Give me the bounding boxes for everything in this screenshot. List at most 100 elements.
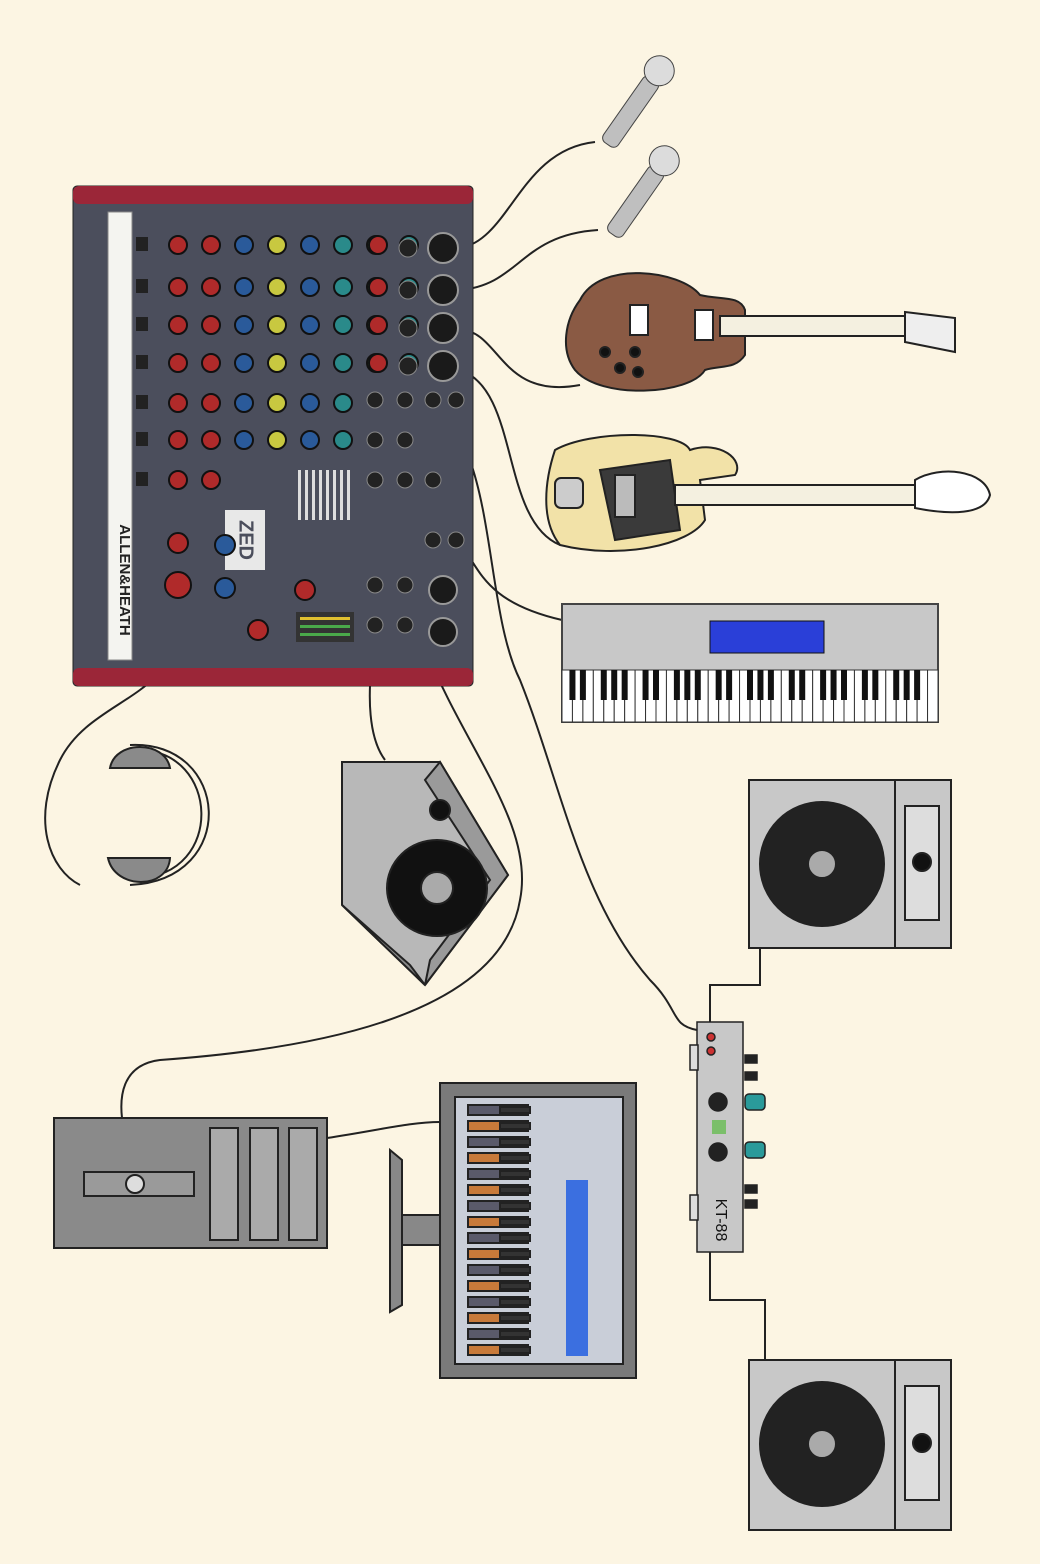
black-key xyxy=(767,670,774,700)
headphones xyxy=(106,743,210,886)
knob xyxy=(300,315,320,335)
xlr-output xyxy=(428,617,458,647)
knob xyxy=(214,534,236,556)
knob xyxy=(300,277,320,297)
daw-fader xyxy=(499,1170,531,1178)
xlr-input xyxy=(427,232,459,264)
microphone-2 xyxy=(607,145,680,238)
knob xyxy=(234,315,254,335)
meter-leds xyxy=(300,633,350,636)
jack xyxy=(366,391,384,409)
daw-fader xyxy=(499,1106,531,1114)
black-key xyxy=(621,670,628,700)
daw-fader xyxy=(499,1202,531,1210)
knob xyxy=(267,430,287,450)
daw-fader xyxy=(499,1154,531,1162)
black-key xyxy=(903,670,910,700)
black-key xyxy=(653,670,659,700)
black-key xyxy=(579,670,586,700)
daw-fader xyxy=(499,1298,531,1306)
knob xyxy=(333,277,353,297)
knob xyxy=(201,353,221,373)
mute-button xyxy=(136,237,148,251)
knob xyxy=(168,353,188,373)
xlr-input xyxy=(427,312,459,344)
daw-fader xyxy=(499,1138,531,1146)
knob xyxy=(247,619,269,641)
meter-leds xyxy=(300,625,350,628)
cables xyxy=(44,141,766,1360)
black-key xyxy=(611,670,618,700)
xlr-input xyxy=(427,274,459,306)
daw-fader xyxy=(499,1330,531,1338)
black-key xyxy=(600,670,607,700)
cable-mic-2 xyxy=(459,229,599,291)
knob xyxy=(168,393,188,413)
knob xyxy=(201,277,221,297)
knob xyxy=(201,393,221,413)
knob xyxy=(201,430,221,450)
jack xyxy=(396,576,414,594)
knob xyxy=(234,277,254,297)
cable-computer xyxy=(120,539,523,1119)
mixer: ALLEN&HEATH ZED xyxy=(72,185,474,687)
daw-fader xyxy=(499,1266,531,1274)
fader xyxy=(312,470,315,520)
black-key xyxy=(684,670,691,700)
knob xyxy=(168,470,188,490)
knob xyxy=(300,353,320,373)
knob xyxy=(333,353,353,373)
jack xyxy=(398,238,418,258)
mixer-top-trim xyxy=(73,186,473,204)
knob xyxy=(333,430,353,450)
knob xyxy=(168,430,188,450)
knob xyxy=(214,577,236,599)
knob xyxy=(368,235,388,255)
jack xyxy=(398,356,418,376)
black-key xyxy=(673,670,680,700)
knob xyxy=(234,353,254,373)
mixer-bottom-trim xyxy=(73,668,473,686)
black-key xyxy=(893,670,900,700)
mute-button xyxy=(136,432,148,446)
knob xyxy=(267,277,287,297)
black-key xyxy=(757,670,764,700)
mixer-faders xyxy=(296,470,354,642)
black-key xyxy=(726,670,733,700)
black-key xyxy=(830,670,837,700)
daw-channel-strips xyxy=(467,1104,531,1356)
black-key xyxy=(569,670,576,700)
knob xyxy=(267,315,287,335)
xlr-input xyxy=(427,350,459,382)
knob xyxy=(267,393,287,413)
keyboard-synth xyxy=(561,603,939,723)
jack xyxy=(424,531,442,549)
jack xyxy=(396,616,414,634)
knob xyxy=(300,393,320,413)
mixer-channel-strip-labels xyxy=(107,211,133,661)
cable-screen xyxy=(326,1121,441,1139)
knob xyxy=(168,315,188,335)
cable-mic-1 xyxy=(459,141,596,249)
daw-fader xyxy=(499,1122,531,1130)
daw-fader xyxy=(499,1186,531,1194)
black-key xyxy=(642,670,649,700)
bass-guitar xyxy=(545,434,992,552)
cable-guitar xyxy=(459,329,581,388)
mute-button xyxy=(136,355,148,369)
microphone-1 xyxy=(602,55,675,148)
knob xyxy=(333,235,353,255)
knob xyxy=(201,235,221,255)
daw-fader xyxy=(499,1282,531,1290)
daw-fader xyxy=(499,1234,531,1242)
jack xyxy=(366,576,384,594)
knob xyxy=(234,235,254,255)
knob xyxy=(234,430,254,450)
knob xyxy=(168,277,188,297)
daw-fader xyxy=(499,1250,531,1258)
fader xyxy=(326,470,329,520)
black-key xyxy=(694,670,701,700)
audio-interface-kt88: KT-88 xyxy=(689,1021,766,1253)
jack xyxy=(398,280,418,300)
